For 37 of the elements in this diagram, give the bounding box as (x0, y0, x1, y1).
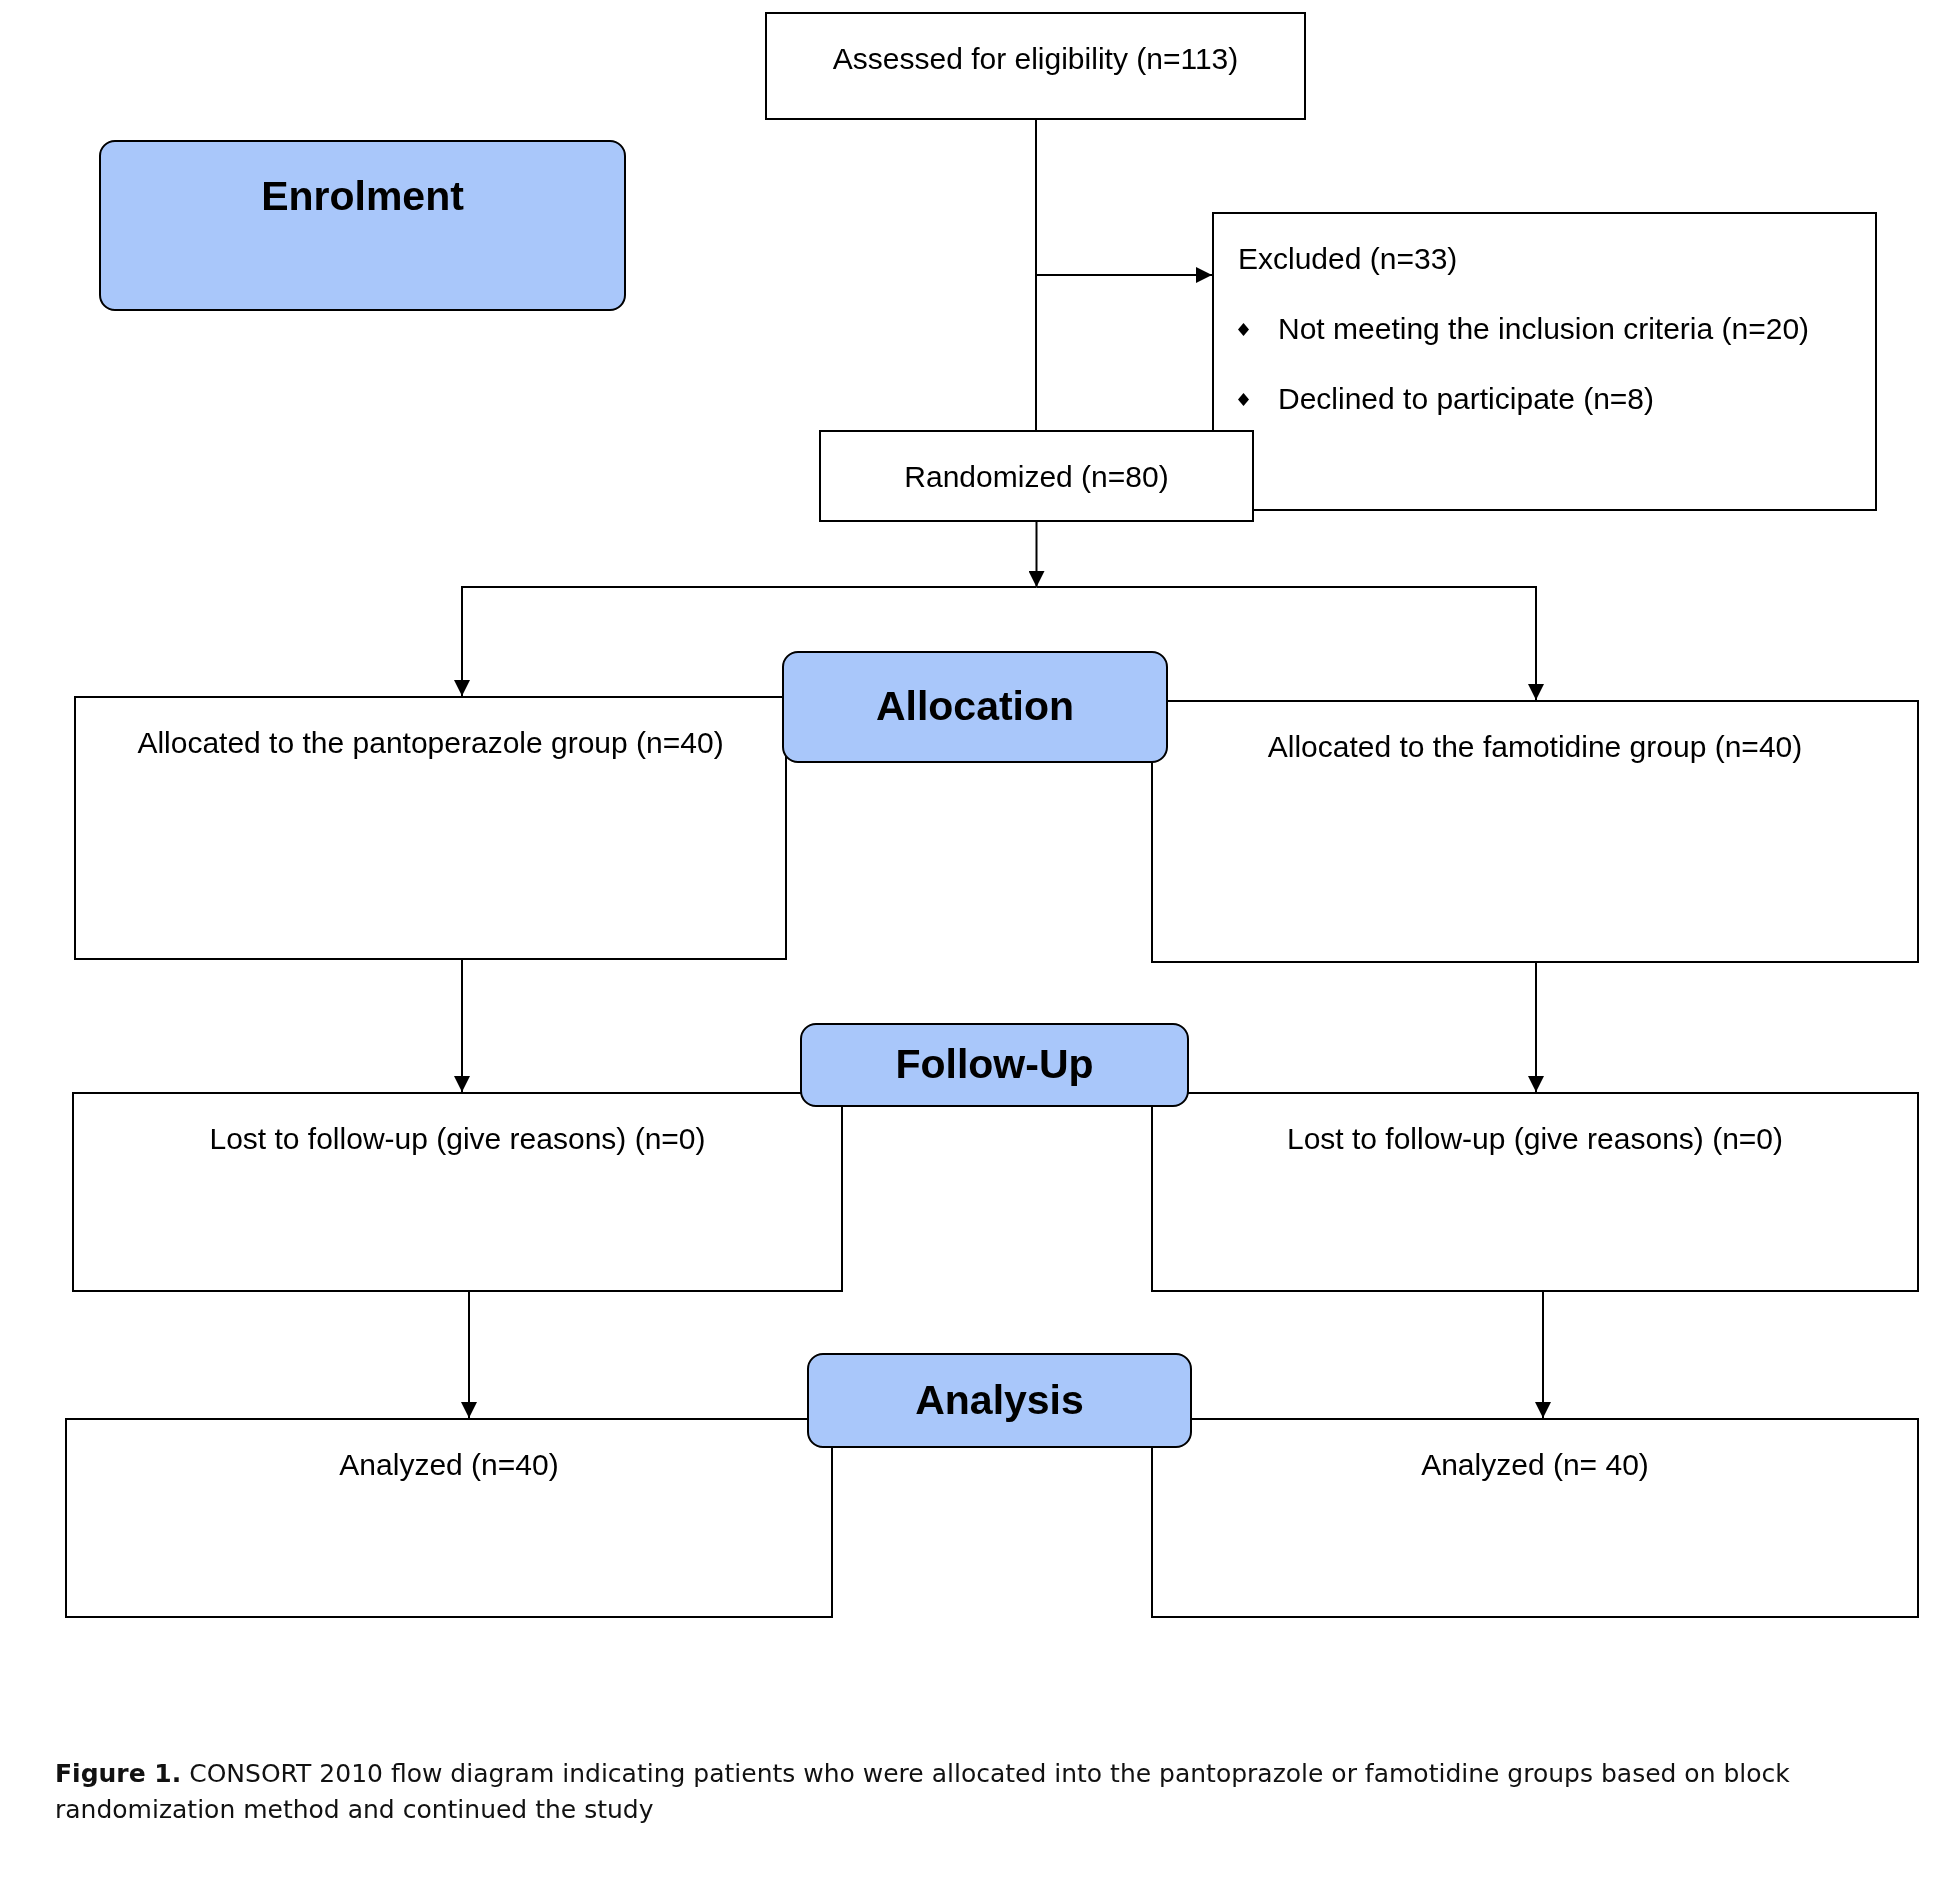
arrow (1035, 586, 1544, 701)
stage-label-box (782, 651, 1168, 763)
box-text: Assessed for eligibility (n=113) (832, 41, 1239, 77)
box-text: Lost to follow-up (give reasons) (n=0) (209, 1121, 706, 1157)
process-box (1151, 1418, 1919, 1618)
stage-label: Enrolment (261, 172, 464, 221)
stage-label-box (807, 1353, 1192, 1448)
process-box (819, 430, 1254, 522)
process-box (765, 12, 1306, 120)
arrow (1028, 521, 1045, 588)
connector-line (1035, 119, 1037, 431)
list-item: Not meeting the inclusion criteria (n=20) (1278, 311, 1810, 347)
process-box (72, 1092, 843, 1292)
box-text: Lost to follow-up (give reasons) (n=0) (1286, 1121, 1784, 1157)
process-box (1151, 1092, 1919, 1292)
arrow (1528, 962, 1544, 1093)
arrow (461, 1291, 477, 1419)
box-text: Analyzed (n=40) (339, 1447, 559, 1483)
caption: Figure 1. CONSORT 2010 flow diagram indicating patients who were allocated into the pantoprazole or famotidine groups based on block randomization method and continued the study (55, 1758, 1791, 1827)
stage-label-box (99, 140, 626, 311)
stage-label-box (800, 1023, 1189, 1107)
process-box (65, 1418, 833, 1618)
box-text: Excluded (n=33) (1238, 241, 1458, 277)
stage-label: Analysis (915, 1375, 1084, 1425)
arrow (1535, 1291, 1551, 1419)
box-text: Randomized (n=80) (904, 459, 1169, 495)
box-text: Allocated to the pantoperazole group (n=40) (137, 725, 724, 761)
process-box (1151, 700, 1919, 963)
stage-label: Follow-Up (895, 1040, 1094, 1090)
box-text: Allocated to the famotidine group (n=40) (1267, 729, 1803, 765)
box-text: Analyzed (n= 40) (1421, 1447, 1649, 1483)
arrow (454, 586, 1038, 697)
list-item: Declined to participate (n=8) (1278, 381, 1655, 417)
arrow (454, 959, 470, 1093)
process-box (1212, 212, 1877, 511)
stage-label: Allocation (875, 682, 1075, 732)
process-box (74, 696, 787, 960)
